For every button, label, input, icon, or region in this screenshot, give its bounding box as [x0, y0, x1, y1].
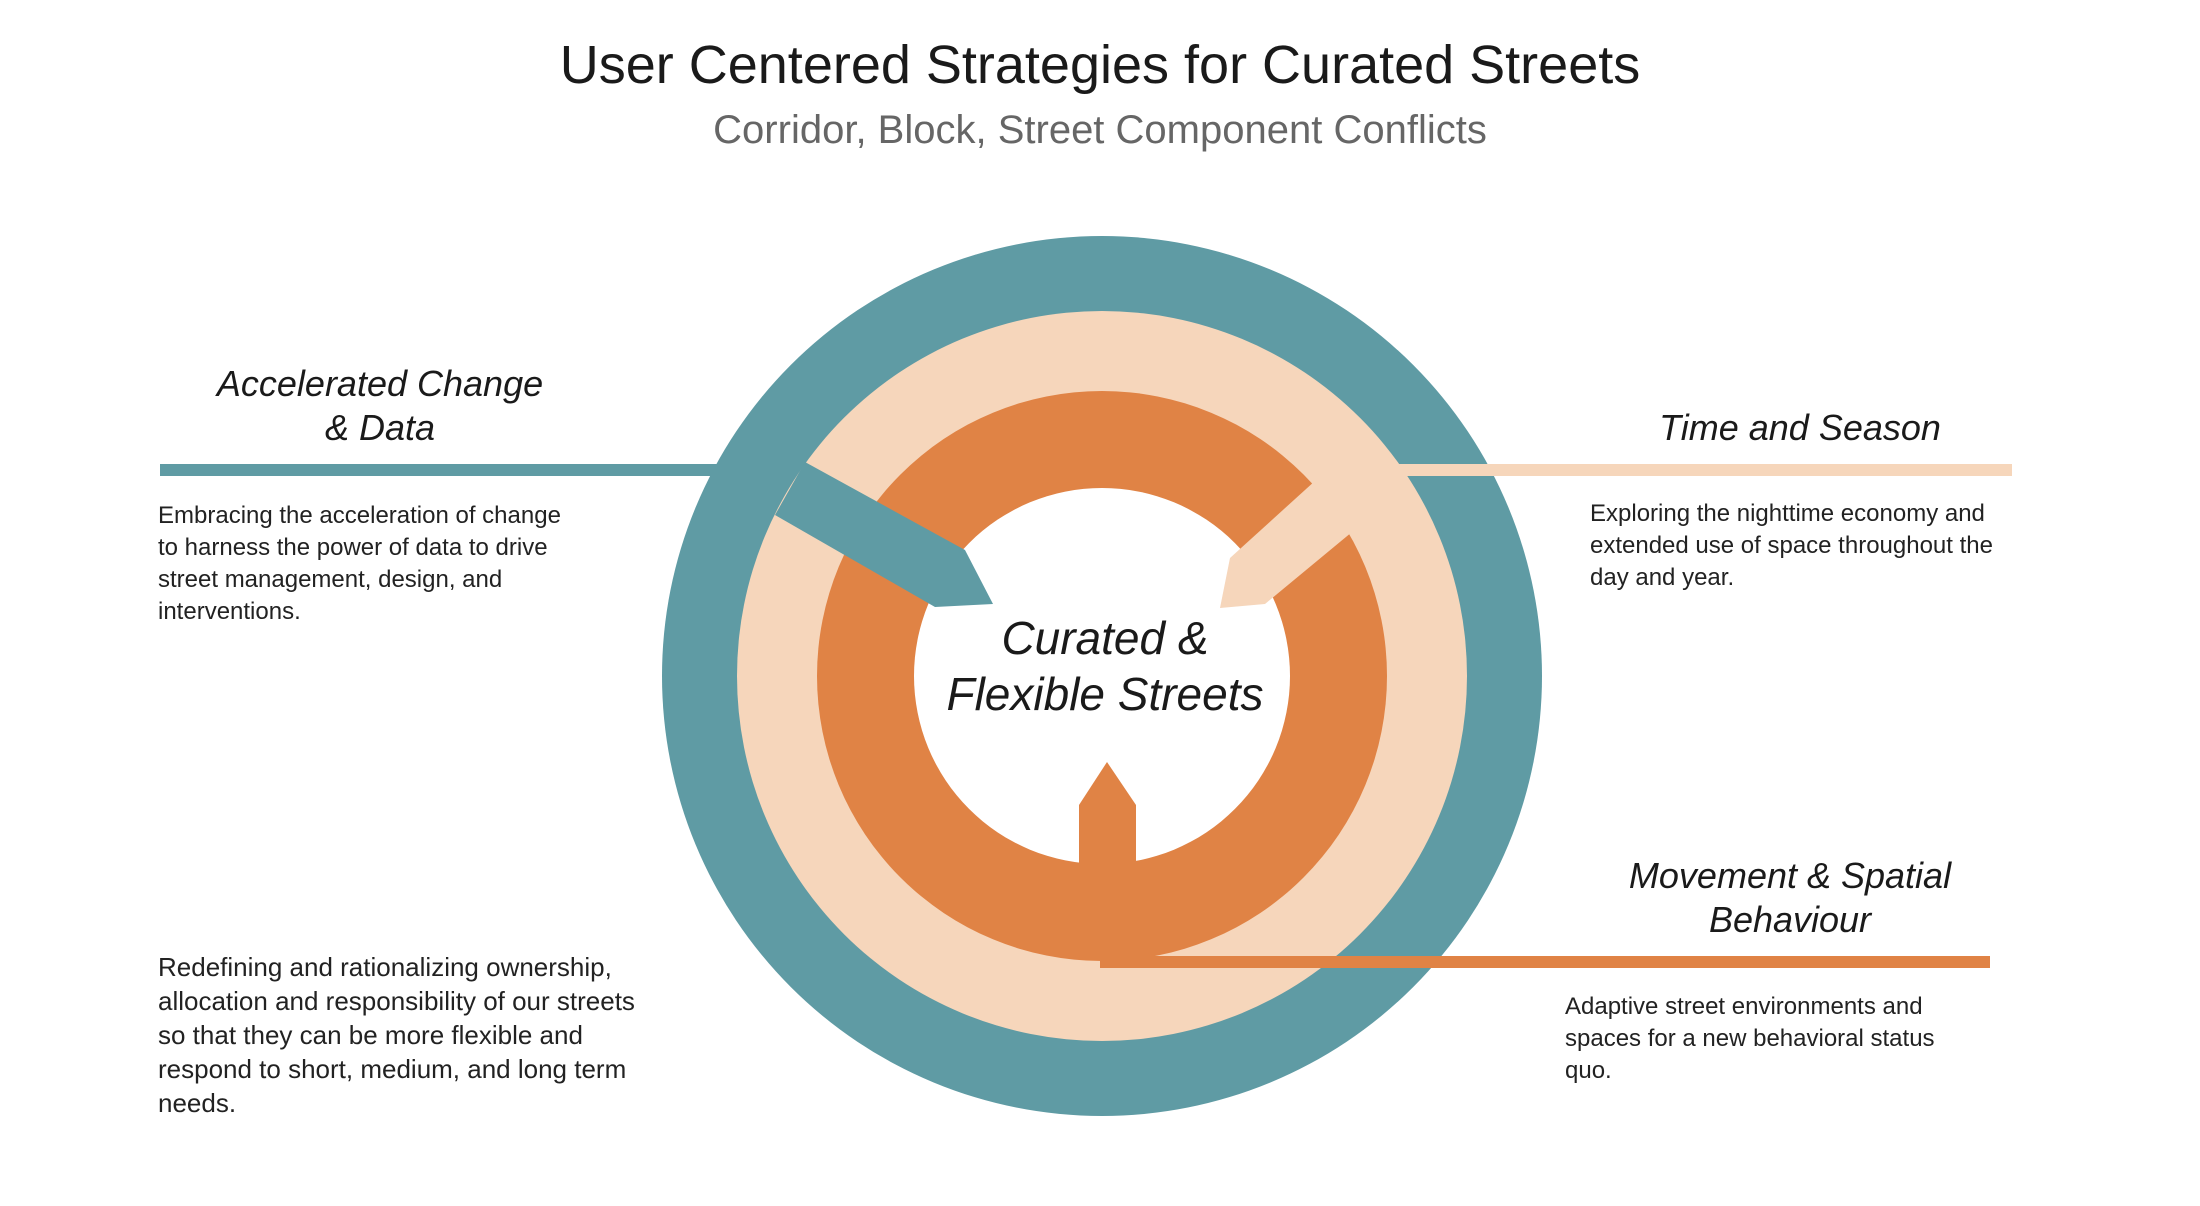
center-label: Curated & Flexible Streets [905, 610, 1305, 722]
page-subtitle: Corridor, Block, Street Component Confli… [713, 108, 1487, 152]
accelerated-heading-line1: Accelerated Change [216, 363, 544, 404]
accelerated-desc-line: interventions. [158, 598, 301, 625]
accelerated-desc-line: street management, design, and [158, 566, 503, 593]
time-desc-line: extended use of space throughout the [1590, 532, 1993, 559]
accelerated-heading: Accelerated Change & Data [160, 362, 600, 450]
movement-heading-line2: Behaviour [1708, 899, 1872, 940]
time-desc-line: day and year. [1590, 564, 1735, 591]
center-label-line1: Curated & [1001, 612, 1209, 664]
ownership-description: Redefining and rationalizing ownership, … [158, 950, 758, 1120]
ownership-desc-line: Redefining and rationalizing ownership, [158, 952, 612, 982]
movement-connector-line [1100, 956, 1990, 968]
time-arrow [1220, 480, 1352, 608]
movement-heading-line1: Movement & Spatial [1628, 855, 1952, 896]
ownership-desc-line: allocation and responsibility of our str… [158, 986, 635, 1016]
time-connector-line [1380, 464, 2012, 476]
ownership-desc-line: respond to short, medium, and long term [158, 1054, 627, 1084]
accelerated-connector-line [160, 464, 750, 476]
ownership-desc-line: so that they can be more flexible and [158, 1020, 583, 1050]
accelerated-desc-line: to harness the power of data to drive [158, 534, 548, 561]
center-label-line2: Flexible Streets [946, 668, 1264, 720]
movement-arrow [1079, 762, 1136, 865]
ownership-desc-line: needs. [158, 1088, 237, 1118]
accelerated-desc-line: Embracing the acceleration of change [158, 502, 561, 529]
accelerated-description: Embracing the acceleration of change to … [158, 500, 658, 628]
movement-desc-line: quo. [1565, 1057, 1612, 1084]
movement-desc-line: Adaptive street environments and [1565, 993, 1923, 1020]
time-description: Exploring the nighttime economy and exte… [1590, 498, 2110, 594]
movement-desc-line: spaces for a new behavioral status [1565, 1025, 1935, 1052]
time-heading: Time and Season [1659, 407, 1941, 448]
movement-heading: Movement & Spatial Behaviour [1590, 854, 1990, 942]
accelerated-arrow [775, 462, 993, 607]
time-desc-line: Exploring the nighttime economy and [1590, 500, 1985, 527]
movement-description: Adaptive street environments and spaces … [1565, 991, 2045, 1087]
page-title: User Centered Strategies for Curated Str… [559, 35, 1641, 95]
center-circle [914, 488, 1290, 864]
accelerated-heading-line2: & Data [324, 407, 436, 448]
